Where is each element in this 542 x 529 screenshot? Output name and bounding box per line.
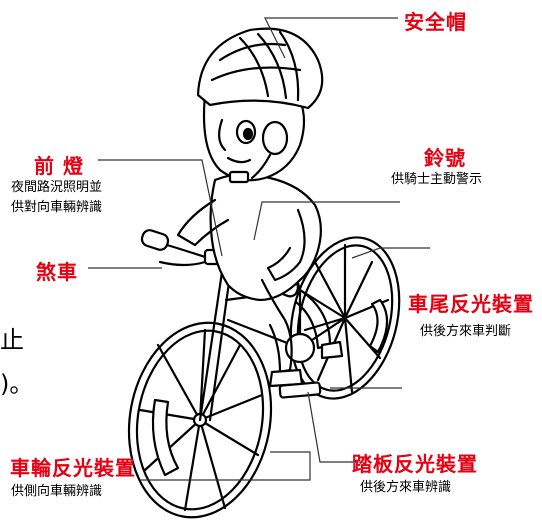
rear-reflector-label: 車尾反光裝置 <box>408 292 534 316</box>
rear-reflector-desc: 供後方來車判斷 <box>420 324 512 339</box>
pedal-reflector-label: 踏板反光裝置 <box>352 452 478 476</box>
helmet-label: 安全帽 <box>404 10 467 34</box>
bell-desc: 供騎士主動警示 <box>391 172 483 187</box>
text-fragment-2: )。 <box>0 370 34 398</box>
rider <box>176 173 344 399</box>
front-light-desc-line1: 夜間路況照明並 <box>11 180 103 195</box>
rear-wheel <box>289 236 401 400</box>
wheel-reflector-desc: 供側向車輛辨識 <box>11 484 103 499</box>
front-light-desc-line2: 供對向車輛辨識 <box>11 200 103 215</box>
wheel-reflector-label: 車輪反光裝置 <box>10 456 136 480</box>
pedal-reflector-desc: 供後方來車辨識 <box>360 480 452 495</box>
head-and-helmet <box>196 27 324 184</box>
leader-lines <box>88 17 430 481</box>
front-light-label: 前 燈 <box>34 154 84 178</box>
text-fragment-1: 止 <box>0 326 24 354</box>
front-wheel <box>127 321 273 519</box>
brake-label: 煞車 <box>36 260 78 284</box>
bell-label: 鈴號 <box>424 146 466 170</box>
